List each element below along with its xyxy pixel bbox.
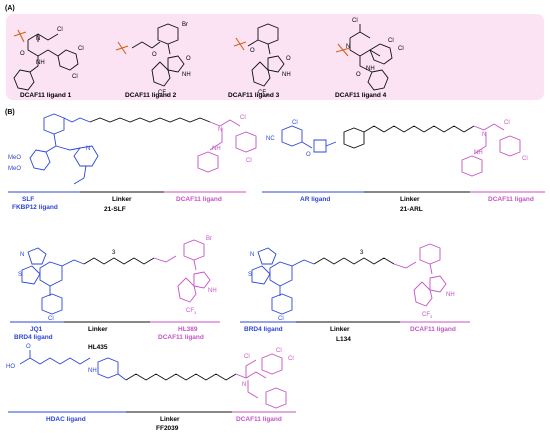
segment-label-ar-ligand: AR ligand (300, 196, 330, 203)
atom-cl: Cl (48, 316, 54, 322)
atom-o: O (186, 56, 191, 62)
atom-cl: Cl (78, 46, 84, 52)
atom-nh: NH (36, 60, 45, 66)
caption-ligand-3: DCAF11 ligand 3 (228, 92, 280, 99)
atom-cf3: CF3 (258, 90, 269, 97)
segment-label-dcaf11-ligand: DCAF11 ligand (176, 196, 222, 203)
compound-name-l134: L134 (336, 336, 351, 343)
segment-label-dcaf11-ligand: DCAF11 ligand (236, 416, 282, 423)
compound-name-21-arl: 21-ARL (400, 206, 423, 213)
compound-name-ff2039: FF2039 (156, 425, 179, 432)
atom-cl: Cl (352, 18, 358, 24)
structure-dcaf11-ligand-1 (13, 29, 79, 91)
segment-label-hl389: HL389 (178, 326, 198, 333)
segment-label-hdac-ligand: HDAC ligand (46, 416, 86, 423)
atom-o: O (26, 344, 31, 350)
atom-br: Br (206, 236, 212, 242)
panel-a-label: (A) (5, 5, 15, 12)
atom-cl: Cl (246, 158, 252, 164)
segment-label-dcaf11-ligand: DCAF11 ligand (410, 326, 456, 333)
atom-o: O (250, 48, 255, 54)
atom-nh: NH (208, 288, 217, 294)
atom-cf3: CF3 (186, 308, 197, 315)
segment-label-brd4-ligand: BRD4 ligand (244, 326, 283, 333)
atom-o: O (306, 152, 311, 158)
atom-br: Br (182, 22, 188, 28)
structure-dcaf11-ligand-3 (233, 23, 285, 87)
segment-label-linker: Linker (400, 196, 420, 203)
caption-ligand-4: DCAF11 ligand 4 (335, 92, 387, 99)
atom-cl: Cl (72, 74, 78, 80)
atom-cl: Cl (244, 354, 250, 360)
atom-s: S (18, 272, 22, 278)
atom-s: S (248, 272, 252, 278)
atom-ho: HO (6, 364, 15, 370)
atom-n: N (218, 127, 222, 133)
atom-n: N (20, 252, 24, 258)
atom-o: O (356, 72, 361, 78)
structure-21-arl (281, 123, 521, 177)
segment-label-slf: SLF (22, 196, 34, 203)
atom-n: N (346, 44, 350, 50)
structure-l134 (251, 243, 447, 315)
atom-nh: NH (474, 150, 483, 156)
atom-cl: Cl (522, 156, 528, 162)
panel-b-label: (B) (5, 109, 15, 116)
atom-o: O (286, 56, 291, 62)
atom-cl: Cl (398, 46, 404, 52)
structure-dcaf11-ligand-2 (115, 23, 185, 87)
segment-label-brd4-ligand: BRD4 ligand (14, 334, 53, 341)
atom-cl: Cl (288, 356, 294, 362)
atom-cf3: CF3 (422, 312, 433, 319)
atom-nh: NH (88, 368, 97, 374)
atom-n: N (36, 36, 40, 42)
atom-cl: Cl (292, 120, 298, 126)
atom-meo: MeO (8, 166, 21, 172)
atom-o: O (152, 52, 157, 58)
atom-nh: NH (446, 292, 455, 298)
atom-n: N (86, 146, 90, 152)
caption-ligand-2: DCAF11 ligand 2 (125, 92, 177, 99)
segment-label-jq1: JQ1 (30, 326, 43, 333)
caption-ligand-1: DCAF11 ligand 1 (20, 92, 72, 99)
atom-o: O (20, 51, 25, 57)
atom-cf3: CF3 (158, 90, 169, 97)
atom-n: N (250, 252, 254, 258)
segment-label-linker: Linker (330, 326, 350, 333)
atom-meo: MeO (8, 155, 21, 161)
atom-nh: NH (212, 146, 221, 152)
atom-three: 3 (112, 250, 116, 256)
segment-label-dcaf11-ligand: DCAF11 ligand (158, 334, 204, 341)
atom-n: N (242, 382, 246, 388)
atom-n: N (482, 132, 486, 138)
segment-label-linker: Linker (112, 196, 132, 203)
segment-label-linker: Linker (88, 326, 108, 333)
atom-three: 3 (360, 250, 364, 256)
atom-nh: NH (182, 72, 191, 78)
atom-cl: Cl (57, 27, 63, 33)
structure-hl435 (21, 239, 211, 315)
atom-nh: NH (282, 72, 291, 78)
atom-cl: Cl (278, 316, 284, 322)
structure-21-slf (29, 113, 257, 185)
segment-label-linker: Linker (160, 416, 180, 423)
segment-label-fkbp12-ligand: FKBP12 ligand (12, 204, 58, 211)
atom-nh: NH (366, 66, 375, 72)
structure-dcaf11-ligand-4 (335, 24, 393, 91)
atom-nc: NC (266, 136, 275, 142)
compound-name-hl435: HL435 (88, 344, 108, 351)
structure-ff2039 (19, 350, 287, 409)
compound-name-21-slf: 21-SLF (104, 206, 126, 213)
atom-cl: Cl (240, 115, 246, 121)
atom-cl: Cl (276, 348, 282, 354)
atom-cl: Cl (388, 38, 394, 44)
segment-label-dcaf11-ligand: DCAF11 ligand (488, 196, 534, 203)
atom-cl: Cl (504, 120, 510, 126)
